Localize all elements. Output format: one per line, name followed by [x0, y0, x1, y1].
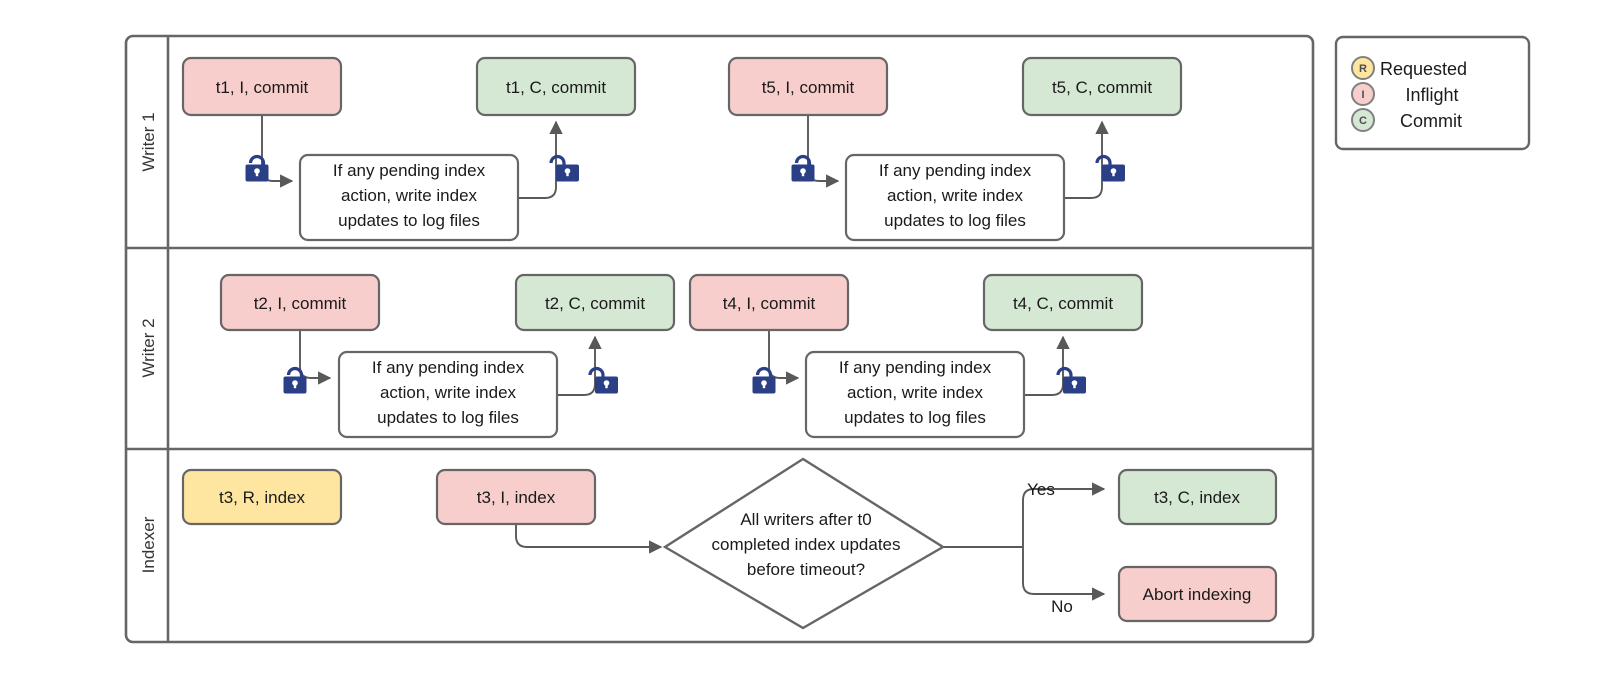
- writer2-process2-line2: action, write index: [847, 383, 984, 402]
- legend-item-commit: C Commit: [1351, 108, 1462, 132]
- requested-badge-icon: [1351, 56, 1375, 80]
- writer2-process1-line1: If any pending index: [372, 358, 525, 377]
- writer2-process2-line1: If any pending index: [839, 358, 992, 377]
- node-t1-commit[interactable]: [475, 56, 637, 117]
- node-t5-commit[interactable]: [1021, 56, 1183, 117]
- legend-item-inflight: I Inflight: [1351, 82, 1459, 106]
- edge-process-to-t4-commit: [1024, 335, 1070, 396]
- node-t3-commit[interactable]: [1117, 468, 1278, 526]
- commit-badge-letter: C: [1359, 115, 1367, 127]
- node-t3-commit-label: t3, C, index: [1154, 488, 1240, 507]
- legend-item-requested: R Requested: [1351, 56, 1467, 80]
- commit-badge-icon: [1351, 108, 1375, 132]
- node-t2-commit[interactable]: [514, 273, 676, 332]
- inflight-badge-letter: I: [1361, 89, 1364, 101]
- node-t1-commit-label: t1, C, commit: [506, 78, 606, 97]
- requested-badge-letter: R: [1359, 63, 1367, 75]
- lock-closed-t5-icon: [791, 154, 815, 182]
- node-t5-commit-label: t5, C, commit: [1052, 78, 1152, 97]
- writer1-process2-line1: If any pending index: [879, 161, 1032, 180]
- edge-process-to-t2-commit: [557, 335, 602, 396]
- writer1-process2-line2: action, write index: [887, 186, 1024, 205]
- edge-t3-inflight-to-decision: [515, 525, 663, 554]
- writer2-process2-line3: updates to log files: [844, 408, 986, 427]
- node-writer2-process-2[interactable]: [804, 350, 1026, 439]
- edge-branch-no: [1022, 547, 1106, 601]
- writer1-process1-line2: action, write index: [341, 186, 478, 205]
- node-t2-inflight[interactable]: [219, 273, 381, 332]
- lock-open-t4-icon: [1056, 366, 1086, 394]
- writer1-process1-line3: updates to log files: [338, 211, 480, 230]
- indexer-edges: [515, 482, 1106, 601]
- lock-closed-t1-icon: [245, 154, 269, 182]
- node-decision-writers-completed[interactable]: [662, 457, 946, 630]
- node-t3-requested-label: t3, R, index: [219, 488, 305, 507]
- node-t1-inflight-label: t1, I, commit: [216, 78, 309, 97]
- node-writer1-process-1[interactable]: [298, 153, 520, 242]
- indexer-lane-content: t3, R, index t3, I, index All writers af…: [181, 457, 1278, 630]
- lock-closed-t4-icon: [752, 366, 776, 394]
- node-writer1-process-2[interactable]: [844, 153, 1066, 242]
- writer1-process2-line3: updates to log files: [884, 211, 1026, 230]
- edge-label-yes: Yes: [1027, 480, 1055, 499]
- decision-line1: All writers after t0: [740, 510, 871, 529]
- node-t4-commit-label: t4, C, commit: [1013, 294, 1113, 313]
- node-t4-commit[interactable]: [982, 273, 1144, 332]
- lock-open-t1-icon: [549, 154, 579, 182]
- decision-line3: before timeout?: [747, 560, 865, 579]
- legend-label-commit: Commit: [1400, 111, 1462, 131]
- lock-open-t5-icon: [1095, 154, 1125, 182]
- node-t3-inflight-label: t3, I, index: [477, 488, 556, 507]
- node-t1-inflight[interactable]: [181, 56, 343, 117]
- edge-process-to-t1-commit: [518, 120, 563, 199]
- writer2-process1-line2: action, write index: [380, 383, 517, 402]
- legend-label-inflight: Inflight: [1405, 85, 1458, 105]
- writer1-process1-line1: If any pending index: [333, 161, 486, 180]
- writer1-lane-content: t1, I, commit t1, C, commit If any pendi…: [181, 56, 1183, 242]
- node-abort-indexing-label: Abort indexing: [1143, 585, 1252, 604]
- node-t2-inflight-label: t2, I, commit: [254, 294, 347, 313]
- legend-panel: R Requested I Inflight C Commit: [1334, 35, 1531, 151]
- node-abort-indexing[interactable]: [1117, 565, 1278, 623]
- lane-label-writer1: Writer 1: [139, 112, 158, 171]
- node-t5-inflight[interactable]: [727, 56, 889, 117]
- edge-process-to-t5-commit: [1064, 120, 1109, 199]
- decision-line2: completed index updates: [711, 535, 900, 554]
- lock-closed-t2-icon: [283, 366, 307, 394]
- node-t5-inflight-label: t5, I, commit: [762, 78, 855, 97]
- writer2-process1-line3: updates to log files: [377, 408, 519, 427]
- node-writer2-process-1[interactable]: [337, 350, 559, 439]
- edge-label-no: No: [1051, 597, 1073, 616]
- node-t3-inflight[interactable]: [435, 468, 597, 526]
- lane-label-indexer: Indexer: [139, 516, 158, 573]
- node-t4-inflight[interactable]: [688, 273, 850, 332]
- edge-branch-yes: [1022, 482, 1106, 547]
- lane-label-writer2: Writer 2: [139, 318, 158, 377]
- node-t2-commit-label: t2, C, commit: [545, 294, 645, 313]
- legend-label-requested: Requested: [1380, 59, 1467, 79]
- legend-outline: [1334, 35, 1531, 151]
- node-t4-inflight-label: t4, I, commit: [723, 294, 816, 313]
- inflight-badge-icon: [1351, 82, 1375, 106]
- writer2-lane-content: t2, I, commit t2, C, commit If any pendi…: [219, 273, 1144, 439]
- lock-open-t2-icon: [588, 366, 618, 394]
- node-t3-requested[interactable]: [181, 468, 343, 526]
